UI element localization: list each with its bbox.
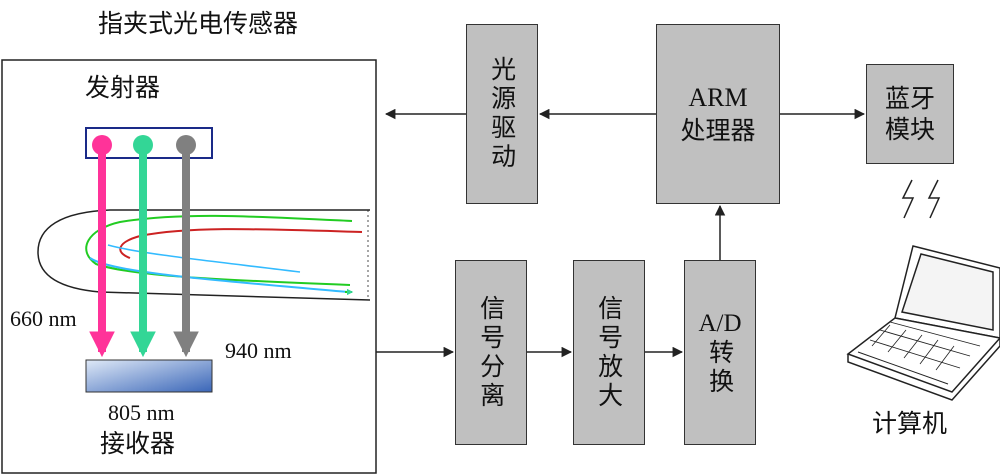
signal-amplification-text: 信号放大	[594, 294, 624, 411]
led-940	[176, 135, 196, 155]
computer-label: 计算机	[872, 409, 948, 438]
emitter-box	[85, 127, 213, 159]
receiver-box	[85, 359, 213, 393]
wavelength-940-label: 940 nm	[225, 338, 292, 363]
ad-conversion-block: A/D 转换	[684, 260, 756, 445]
light-driver-block: 光源驱动	[466, 24, 538, 204]
arm-label: ARM	[688, 83, 748, 113]
sensor-title: 指夹式光电传感器	[98, 9, 299, 38]
bluetooth-module-block: 蓝牙 模块	[866, 64, 954, 164]
emitter-label: 发射器	[85, 73, 161, 102]
led-805	[133, 135, 153, 155]
arm-processor-block: ARM 处理器	[656, 24, 780, 204]
receiver-label: 接收器	[100, 429, 176, 458]
signal-separation-text: 信号分离	[476, 294, 506, 411]
laptop-icon	[846, 245, 1000, 401]
bluetooth-label-line1: 蓝牙	[884, 83, 935, 113]
led-660	[92, 135, 112, 155]
wavelength-805-label: 805 nm	[108, 400, 175, 425]
wavelength-660-label: 660 nm	[10, 306, 77, 331]
bluetooth-label-line2: 模块	[884, 115, 935, 144]
light-path-green	[85, 214, 353, 286]
wireless-signal-icon	[901, 179, 915, 219]
light-driver-text: 光源驱动	[487, 56, 517, 172]
light-path-blue	[89, 257, 349, 293]
conversion-label: 转换	[705, 339, 735, 398]
signal-separation-block: 信号分离	[455, 260, 527, 445]
ad-label: A/D	[698, 309, 742, 337]
sensor-frame	[1, 59, 377, 474]
signal-amplification-block: 信号放大	[573, 260, 645, 445]
finger-outline	[37, 209, 371, 301]
processor-label: 处理器	[680, 115, 756, 145]
